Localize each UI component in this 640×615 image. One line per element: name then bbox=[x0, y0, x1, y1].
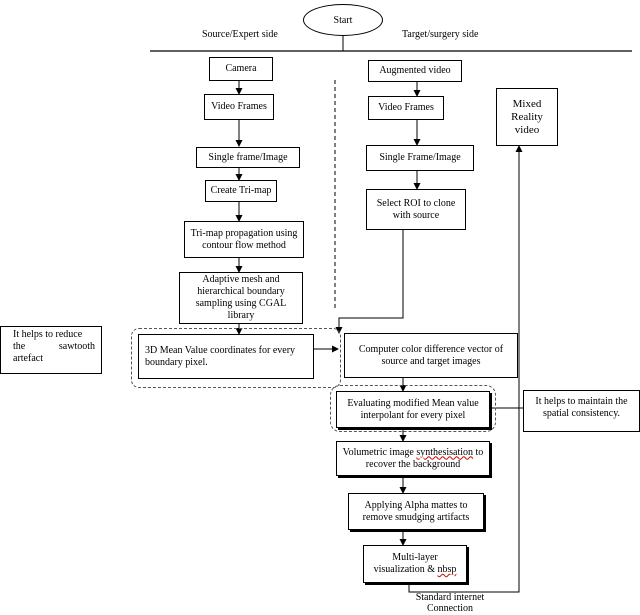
target-side-label: Target/surgery side bbox=[402, 29, 479, 40]
augmented-video-label: Augmented video bbox=[379, 65, 451, 76]
mvc-coordinates-box: 3D Mean Value coordinates for every boun… bbox=[138, 334, 314, 379]
create-trimap-box: Create Tri-map bbox=[205, 180, 277, 202]
source-single-frame-box: Single frame/Image bbox=[196, 147, 300, 168]
select-roi-box: Select ROI to clone with source bbox=[366, 189, 466, 230]
trimap-propagation-label: Tri-map propagation using contour flow m… bbox=[190, 227, 298, 251]
target-single-frame-box: Single Frame/Image bbox=[366, 145, 474, 171]
source-video-frames-label: Video Frames bbox=[211, 101, 267, 112]
source-video-frames-box: Video Frames bbox=[204, 94, 274, 120]
sawtooth-note-word-sawtooth: sawtooth bbox=[58, 341, 95, 352]
alpha-mattes-box: Applying Alpha mattes to remove smudging… bbox=[348, 493, 484, 530]
adaptive-mesh-label: Adaptive mesh and hierarchical boundary … bbox=[195, 274, 287, 321]
mvc-interpolant-label: Evaluating modified Mean value interpola… bbox=[347, 397, 479, 421]
augmented-video-box: Augmented video bbox=[368, 60, 462, 82]
multilayer-label: Multi-layer visualization & nbsp bbox=[367, 552, 463, 576]
spatial-note: It helps to maintain the spatial consist… bbox=[523, 390, 640, 432]
mvc-highlight-group bbox=[131, 328, 341, 388]
adaptive-mesh-box: Adaptive mesh and hierarchical boundary … bbox=[179, 272, 303, 324]
arrow-multilayer-mixed bbox=[408, 145, 523, 593]
mixed-reality-label: Mixed Reality video bbox=[511, 97, 543, 136]
sawtooth-note: It helps to reduce the sawtooth artefact bbox=[0, 326, 102, 374]
connection-text: Standard internet Connection bbox=[415, 592, 485, 614]
synthesis-box: Volumetric image synthesisation to recov… bbox=[336, 441, 490, 476]
arrow-roi-colordiff bbox=[335, 230, 404, 334]
sawtooth-note-line3: artefact bbox=[13, 353, 43, 364]
synthesis-text-word: synthesisation bbox=[416, 446, 474, 458]
target-single-frame-label: Single Frame/Image bbox=[379, 152, 461, 163]
color-difference-label: Computer color difference vector of sour… bbox=[358, 343, 504, 367]
select-roi-label: Select ROI to clone with source bbox=[376, 197, 456, 221]
interp-highlight-group bbox=[330, 385, 496, 432]
multilayer-text-word: nbsp bbox=[437, 564, 457, 575]
sawtooth-note-line1: It helps to reduce bbox=[13, 329, 83, 340]
target-video-frames-label: Video Frames bbox=[378, 102, 434, 113]
color-difference-box: Computer color difference vector of sour… bbox=[344, 333, 518, 378]
connection-label: Standard internet Connection bbox=[410, 592, 490, 614]
target-video-frames-box: Video Frames bbox=[368, 96, 444, 120]
start-label: Start bbox=[333, 14, 353, 26]
camera-box: Camera bbox=[209, 57, 273, 81]
camera-label: Camera bbox=[225, 63, 257, 74]
mvc-coordinates-label: 3D Mean Value coordinates for every boun… bbox=[145, 344, 296, 368]
synthesis-text-a: Volumetric image bbox=[342, 446, 417, 458]
multilayer-text-a: Multi-layer visualization & bbox=[373, 552, 438, 575]
synthesis-label: Volumetric image synthesisation to recov… bbox=[340, 447, 486, 471]
create-trimap-label: Create Tri-map bbox=[210, 185, 272, 196]
source-single-frame-label: Single frame/Image bbox=[208, 151, 288, 163]
alpha-mattes-label: Applying Alpha mattes to remove smudging… bbox=[362, 499, 470, 523]
sawtooth-note-word-the: the bbox=[13, 341, 26, 352]
synthesis-text-b: to recover the background bbox=[365, 446, 484, 470]
start-node: Start bbox=[303, 4, 383, 36]
mvc-interpolant-box: Evaluating modified Mean value interpola… bbox=[336, 391, 490, 428]
source-side-label: Source/Expert side bbox=[202, 29, 278, 40]
mixed-reality-box: Mixed Reality video bbox=[496, 88, 558, 146]
trimap-propagation-box: Tri-map propagation using contour flow m… bbox=[184, 221, 304, 258]
multilayer-box: Multi-layer visualization & nbsp bbox=[363, 545, 467, 583]
spatial-note-text: It helps to maintain the spatial consist… bbox=[535, 396, 628, 419]
